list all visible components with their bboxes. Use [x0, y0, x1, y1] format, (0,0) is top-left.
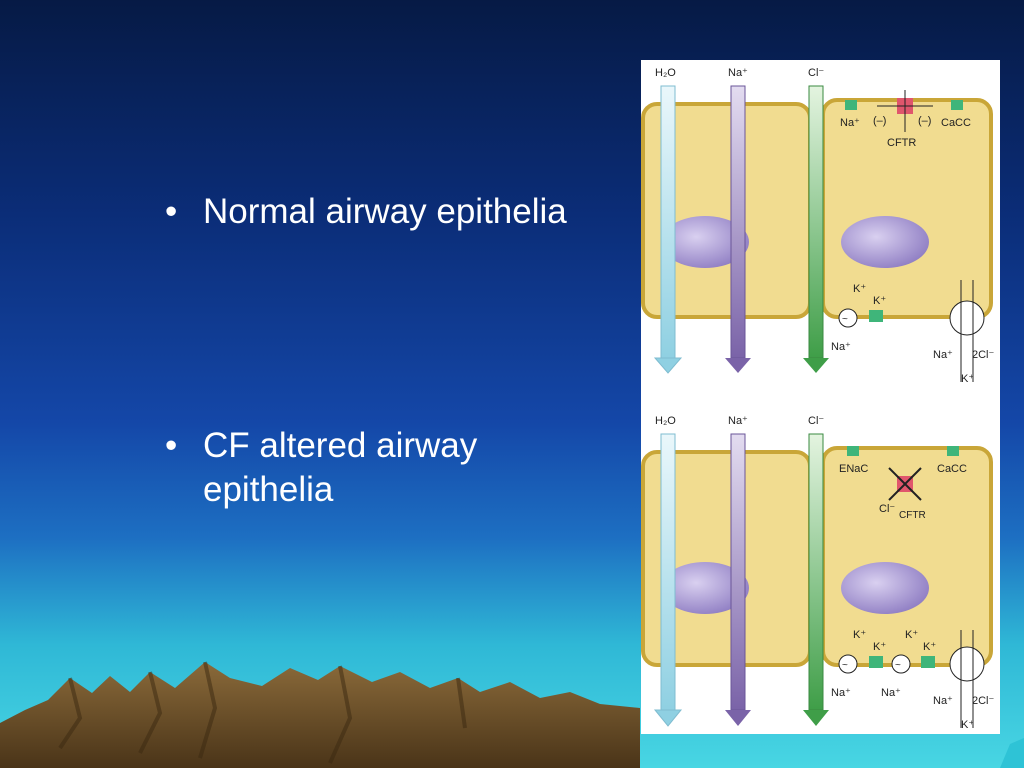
- label-neg1: (–): [873, 115, 886, 127]
- k-channel-icon: [869, 310, 883, 322]
- label-cacc: CaCC: [941, 117, 971, 129]
- na-k-pump-icon: [838, 654, 858, 674]
- nucleus: [841, 562, 929, 614]
- nucleus: [661, 216, 749, 268]
- label-na-out: Na⁺: [831, 341, 851, 353]
- nucleus: [841, 216, 929, 268]
- cacc-channel-icon: [947, 446, 959, 456]
- bullet-cf-airway: • CF altered airway epithelia: [165, 424, 585, 512]
- nucleus: [661, 562, 749, 614]
- cotransporter-icon: [949, 646, 985, 682]
- label-cacc: CaCC: [937, 463, 967, 475]
- label-cl-cotrans: 2Cl⁻: [972, 349, 995, 361]
- cotransporter-icon: [949, 300, 985, 336]
- label-sodium: Na⁺: [728, 415, 748, 427]
- na-k-pump-icon: [891, 654, 911, 674]
- bullet-marker: •: [165, 426, 178, 465]
- label-na-cotrans: Na⁺: [933, 349, 953, 361]
- label-cftr: CFTR: [887, 137, 916, 149]
- label-k1: K⁺: [853, 629, 866, 641]
- label-na-out: Na⁺: [881, 687, 901, 699]
- label-cl-cotrans: 2Cl⁻: [972, 695, 995, 707]
- label-water: H₂O: [655, 67, 676, 79]
- epithelia-diagram: H₂O Na⁺ Cl⁻: [641, 60, 1000, 734]
- label-cftr: CFTR: [899, 510, 926, 521]
- label-neg2: (–): [918, 115, 931, 127]
- svg-text:~: ~: [895, 660, 901, 671]
- k-channel-icon: [921, 656, 935, 668]
- mountain-range-decoration: [0, 661, 1024, 768]
- chloride-flow-arrow: [803, 85, 829, 373]
- right-cell: [821, 98, 993, 319]
- svg-text:~: ~: [842, 314, 848, 325]
- k-channel-icon: [869, 656, 883, 668]
- cacc-channel-icon: [951, 100, 963, 110]
- svg-text:~: ~: [842, 660, 848, 671]
- label-na-channel: Na⁺: [840, 117, 860, 129]
- blocked-cftr-icon: [888, 467, 922, 501]
- bullet-marker: •: [165, 192, 178, 231]
- chloride-flow-arrow: [803, 433, 829, 726]
- label-k1: K⁺: [853, 283, 866, 295]
- label-sodium: Na⁺: [728, 67, 748, 79]
- label-na-cotrans: Na⁺: [933, 695, 953, 707]
- water-flow-arrow: [653, 433, 683, 727]
- label-cl: Cl⁻: [879, 503, 895, 515]
- sodium-flow-arrow: [725, 85, 751, 373]
- sodium-flow-arrow: [725, 433, 751, 726]
- label-k2: K⁺: [873, 641, 886, 653]
- bullet-text: Normal airway epithelia: [203, 192, 567, 231]
- label-water: H₂O: [655, 415, 676, 427]
- na-k-pump-icon: [838, 308, 858, 328]
- na-channel-icon: [845, 100, 857, 110]
- cf-panel: H₂O Na⁺ Cl⁻ ENaC: [641, 415, 995, 731]
- label-k4: K⁺: [923, 641, 936, 653]
- label-k-cotrans: K⁺: [961, 373, 974, 385]
- label-chloride: Cl⁻: [808, 67, 824, 79]
- label-k-cotrans: K⁺: [961, 719, 974, 731]
- label-k2: K⁺: [873, 295, 886, 307]
- normal-panel: H₂O Na⁺ Cl⁻: [641, 67, 995, 385]
- label-enac: ENaC: [839, 463, 868, 475]
- label-chloride: Cl⁻: [808, 415, 824, 427]
- enac-channel-icon: [847, 446, 859, 456]
- bullet-list: • Normal airway epithelia • CF altered a…: [165, 190, 585, 512]
- label-k3: K⁺: [905, 629, 918, 641]
- water-flow-arrow: [653, 85, 683, 374]
- bullet-text: CF altered airway epithelia: [203, 426, 478, 509]
- label-na-out: Na⁺: [831, 687, 851, 699]
- bullet-normal-airway: • Normal airway epithelia: [165, 190, 585, 234]
